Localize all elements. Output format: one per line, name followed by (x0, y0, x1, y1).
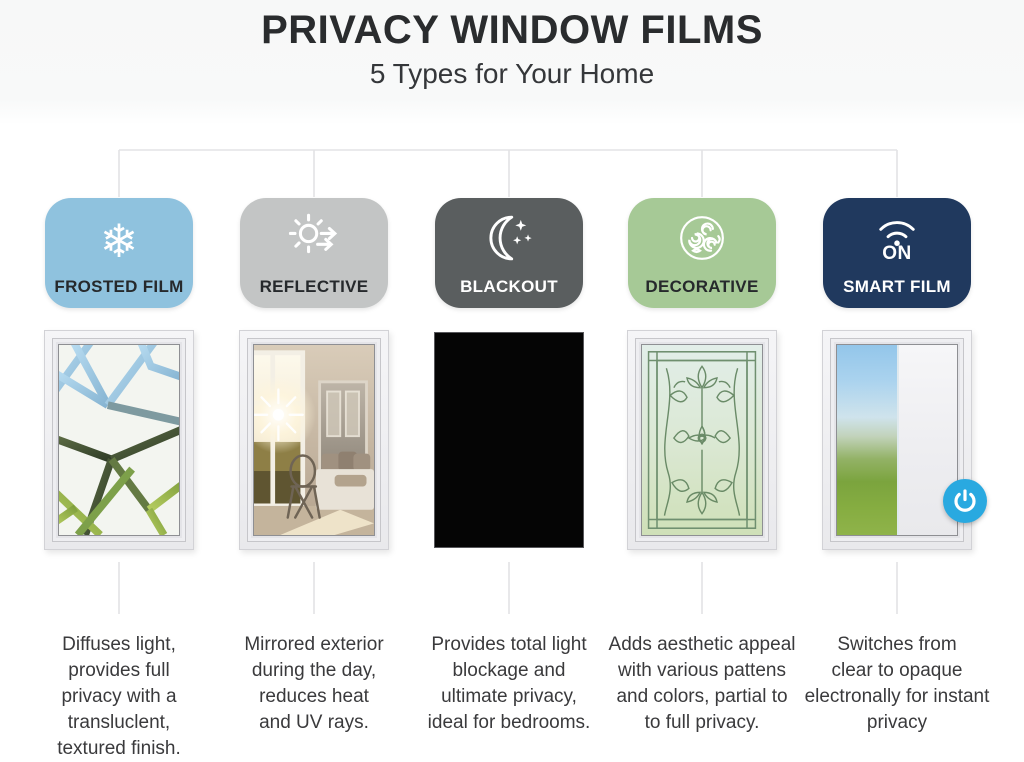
film-badge-frosted: ❄ FROSTED FILM (45, 198, 193, 308)
film-badge-label: BLACKOUT (460, 277, 558, 296)
page-title: PRIVACY WINDOW FILMS (261, 8, 763, 52)
reflective-window-preview (239, 330, 389, 550)
moon-stars-icon (435, 198, 583, 278)
on-label: ON (882, 242, 912, 264)
film-column-blackout: BLACKOUT Provides total light blockage a… (411, 0, 607, 760)
film-description: Provides total light blockage and ultima… (427, 634, 591, 734)
ornament-swirl-icon (628, 198, 776, 278)
smart-window-preview (822, 330, 987, 550)
film-badge-smart: ON SMART FILM (823, 198, 971, 308)
sunlit-room-graphic (254, 345, 374, 535)
snowflake-icon: ❄ (99, 214, 139, 268)
film-description: Diffuses light, provides full privacy wi… (57, 634, 181, 760)
film-column-decorative: DECORATIVE (604, 0, 800, 760)
film-column-smart: ON SMART FILM Switches from clear to opa… (799, 0, 995, 760)
film-column-reflective: REFLECTIVE (216, 0, 412, 760)
film-badge-label: SMART FILM (843, 277, 951, 296)
power-button-icon (943, 479, 987, 523)
frosted-window-preview (44, 330, 194, 550)
sun-arrows-icon (240, 198, 388, 278)
film-badge-label: DECORATIVE (645, 277, 759, 296)
page-subtitle: 5 Types for Your Home (369, 58, 655, 89)
film-badge-blackout: BLACKOUT (435, 198, 583, 308)
wifi-icon: ON (823, 198, 971, 278)
film-description: Mirrored exterior during the day, reduce… (244, 634, 384, 734)
film-badge-label: REFLECTIVE (259, 277, 369, 296)
film-description: Switches from clear to opaque electronal… (804, 634, 990, 734)
frosted-pattern-graphic (59, 345, 179, 535)
film-column-frosted: ❄ FROSTED FILM (21, 0, 217, 760)
stained-glass-graphic (642, 345, 762, 535)
film-badge-label: FROSTED FILM (54, 277, 184, 296)
film-description: Adds aesthetic appeal with various patte… (608, 634, 796, 734)
clear-glass-half (837, 345, 897, 535)
film-badge-decorative: DECORATIVE (628, 198, 776, 308)
film-badge-reflective: REFLECTIVE (240, 198, 388, 308)
blackout-window-preview (434, 332, 584, 548)
decorative-window-preview (627, 330, 777, 550)
